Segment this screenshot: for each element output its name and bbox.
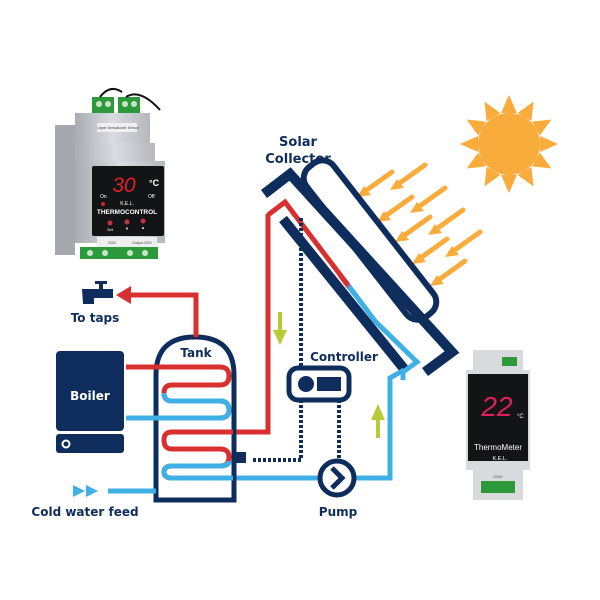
set-label: Set bbox=[107, 227, 114, 232]
arrow-left-icon bbox=[116, 286, 131, 304]
label-pump: Pump bbox=[319, 505, 358, 519]
thermometer-brand: K.E.L. bbox=[493, 456, 508, 462]
solar-collector bbox=[260, 157, 460, 380]
boiler-indicator-icon bbox=[61, 439, 71, 449]
thermometer-device: 22 °C ThermoMeter K.E.L. 220V bbox=[466, 350, 530, 500]
label-cold-water-feed: Cold water feed bbox=[31, 505, 138, 519]
tank-sensor bbox=[232, 452, 246, 463]
hot-pipe bbox=[233, 214, 271, 435]
ray-arrow-icon bbox=[395, 214, 433, 242]
tank bbox=[73, 286, 246, 503]
down-label: ▼ bbox=[125, 226, 129, 231]
ray-arrow-icon bbox=[430, 258, 468, 286]
tap-icon bbox=[82, 281, 113, 304]
thermocontrol-unit: °C bbox=[149, 178, 160, 188]
thermocontrol-name: THERMOCONTROL bbox=[97, 209, 157, 216]
upper-sensor-label: Upper Sensor bbox=[97, 126, 119, 130]
on-led bbox=[101, 202, 105, 206]
sunlight-arrows bbox=[357, 162, 483, 286]
thermometer-name: ThermoMeter bbox=[474, 443, 522, 452]
label-boiler: Boiler bbox=[70, 389, 110, 403]
thermometer-terminal-label: 220V bbox=[493, 474, 503, 479]
ray-arrow-icon bbox=[377, 194, 415, 222]
thermocontrol-brand: K.E.L. bbox=[120, 201, 134, 207]
label-to-taps: To taps bbox=[71, 311, 120, 325]
boiler bbox=[56, 351, 124, 453]
up-label: ▲ bbox=[141, 225, 145, 230]
label-controller: Controller bbox=[310, 350, 378, 364]
sun-icon bbox=[460, 95, 558, 193]
label-collector: Collector bbox=[265, 152, 331, 167]
pump-icon bbox=[317, 458, 357, 498]
supply-label: 220V bbox=[108, 241, 117, 245]
ray-arrow-icon bbox=[412, 236, 450, 264]
thermocontrol-display: 30 bbox=[112, 174, 136, 197]
thermometer-unit: °C bbox=[517, 414, 524, 420]
set-button[interactable] bbox=[107, 220, 113, 226]
output-label: Output 220V bbox=[132, 241, 152, 245]
ray-arrow-icon bbox=[410, 185, 448, 213]
ray-arrow-icon bbox=[357, 169, 395, 197]
lower-sensor-label: Lower Sensor bbox=[117, 126, 139, 130]
label-tank: Tank bbox=[180, 346, 212, 360]
ray-arrow-icon bbox=[428, 207, 466, 235]
thermocontrol-device: Upper Sensor Lower Sensor 30 °C On Off K… bbox=[55, 87, 165, 259]
on-label: On bbox=[100, 194, 107, 200]
double-chevron-icon bbox=[73, 485, 98, 497]
ray-arrow-icon bbox=[390, 162, 428, 190]
thermometer-display: 22 bbox=[480, 391, 513, 422]
off-label: Off bbox=[148, 194, 155, 200]
cold-pipe bbox=[233, 367, 406, 481]
up-button[interactable] bbox=[140, 218, 146, 224]
flow-arrow-down-icon bbox=[273, 312, 287, 345]
ray-arrow-icon bbox=[445, 229, 483, 257]
down-button[interactable] bbox=[124, 219, 130, 225]
flow-arrow-up-icon bbox=[371, 404, 385, 438]
label-solar: Solar bbox=[279, 135, 318, 150]
controller bbox=[252, 218, 352, 462]
